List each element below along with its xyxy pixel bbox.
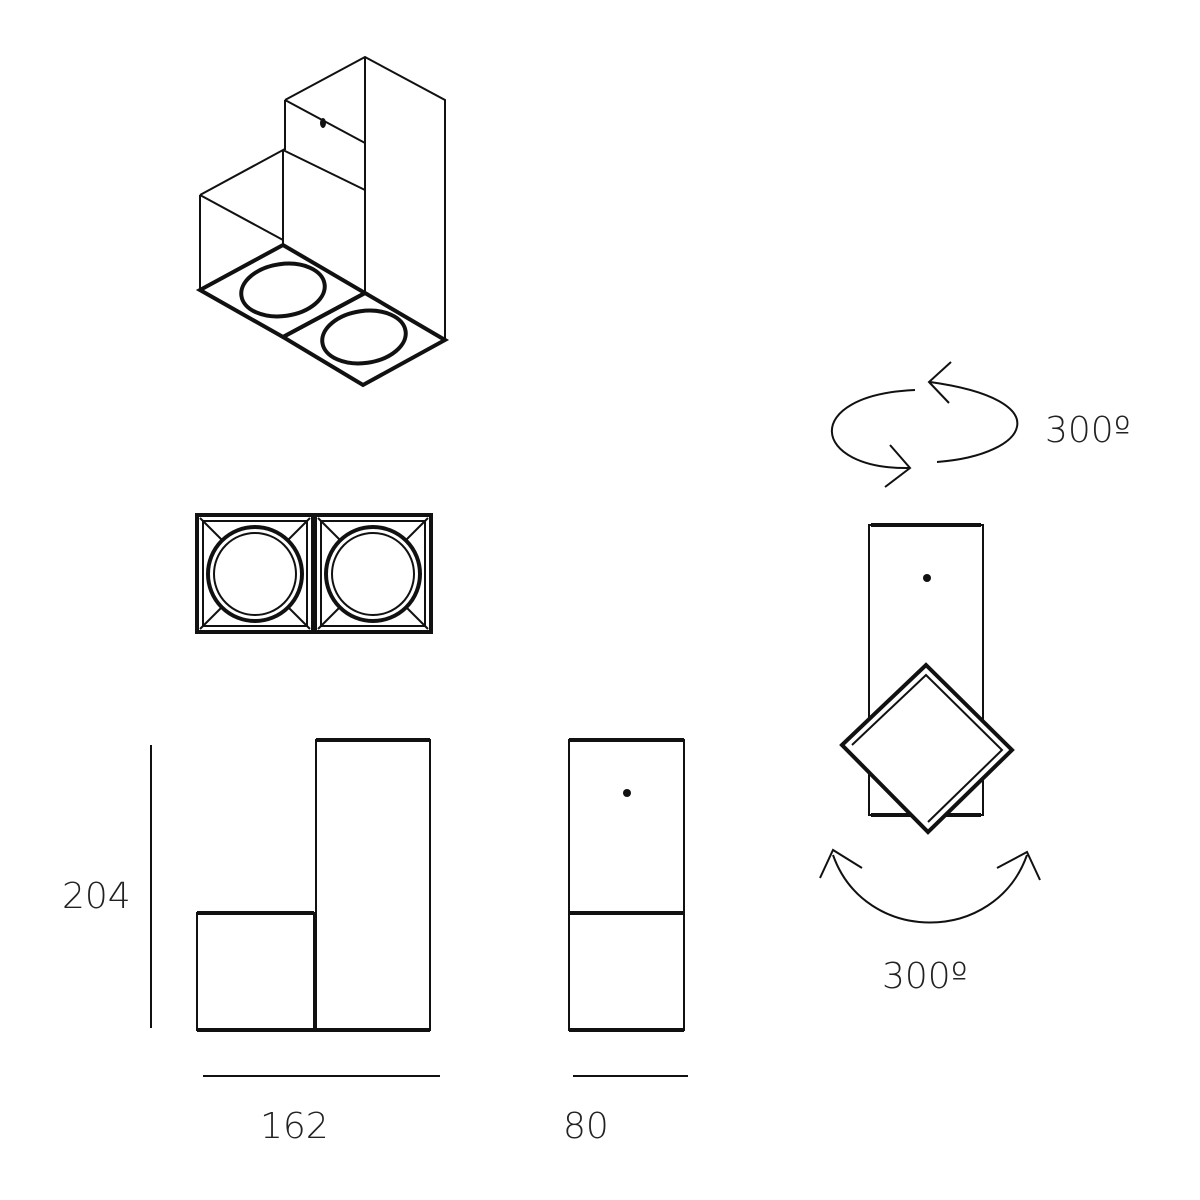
depth-label: 80 [563,1106,609,1147]
vertical-rotation-arrow-icon [819,848,1041,924]
front-view [568,738,688,1077]
top-view [195,513,433,634]
screw-icon [320,118,326,128]
side-view [150,738,440,1077]
screw-icon [623,789,631,797]
rotation-view [819,361,1041,924]
isometric-view [195,55,450,388]
horizontal-rotation-arrow-icon [830,361,1019,488]
height-label: 204 [62,876,131,917]
screw-icon [923,574,931,582]
vertical-rotation-label: 300º [882,956,968,997]
horizontal-rotation-label: 300º [1045,410,1131,451]
width-label: 162 [260,1106,329,1147]
